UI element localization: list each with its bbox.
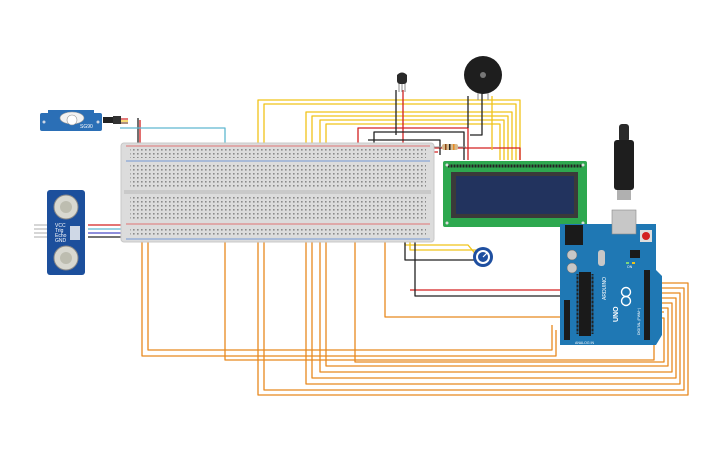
orange-wire-4 <box>257 220 689 396</box>
pin-trig: Trig <box>55 228 64 234</box>
orange-wire-5 <box>263 220 685 391</box>
lcd-screen <box>456 176 574 214</box>
ultrasonic-pins: VCC Trig Echo GND <box>55 223 67 244</box>
arduino-model: UNO <box>613 306 620 322</box>
on-label: ON <box>627 265 633 269</box>
black-wire-5 <box>414 230 560 297</box>
orange-wire-8 <box>319 220 673 373</box>
orange-wire-9 <box>325 220 669 367</box>
reset-button <box>642 232 650 240</box>
servo-motor: SG90 <box>40 110 128 131</box>
pin-gnd: GND <box>55 238 67 244</box>
ultrasonic-headers <box>34 224 47 238</box>
black-wire-6 <box>470 92 483 136</box>
orange-wire-7 <box>311 220 677 379</box>
atmega-chip <box>579 272 591 336</box>
analog-label: ANALOG IN <box>575 341 595 345</box>
arduino-label: ARDUINO <box>602 277 608 300</box>
arduino-uno: ARDUINO UNO DIGITAL (PWM~) ANALOG IN ON <box>560 209 662 345</box>
digital-header <box>644 270 650 340</box>
arduino-logo-icon <box>620 286 632 307</box>
orange-wire-1 <box>141 205 557 357</box>
digital-label: DIGITAL (PWM~) <box>637 308 641 335</box>
black-wire-2 <box>368 139 441 155</box>
potentiometer <box>473 247 493 267</box>
lcd-display <box>443 161 587 227</box>
servo-label: SG90 <box>80 124 93 130</box>
orange-wire-11 <box>384 215 560 318</box>
piezo-buzzer <box>464 56 502 100</box>
ultrasonic-sensor: VCC Trig Echo GND <box>34 190 85 275</box>
resistor <box>434 144 466 150</box>
breadboard <box>120 142 435 243</box>
power-jack <box>565 225 583 245</box>
pin-echo: Echo <box>55 233 67 239</box>
power-header <box>564 300 570 340</box>
orange-wire-10 <box>354 215 665 363</box>
pin-vcc: VCC <box>55 223 66 229</box>
orange-wire-2 <box>147 205 553 351</box>
temperature-sensor <box>397 72 407 92</box>
usb-cable <box>614 124 634 200</box>
orange-wire-6 <box>305 220 681 385</box>
